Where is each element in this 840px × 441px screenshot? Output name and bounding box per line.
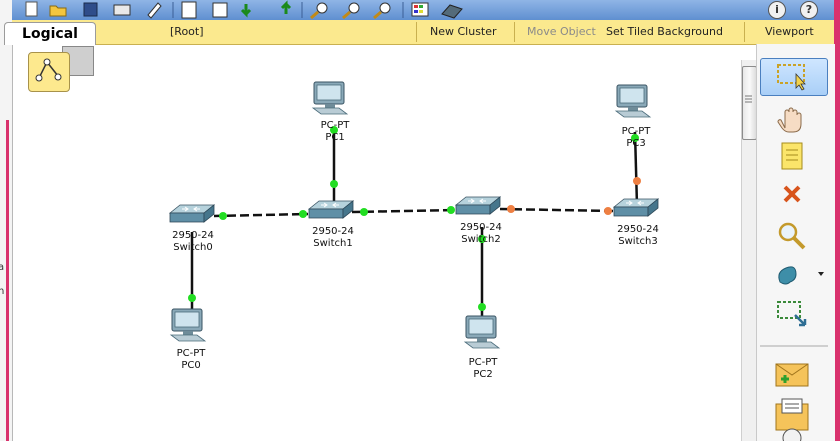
right-window-edge — [834, 0, 840, 441]
switch2-label[interactable]: 2950-24 Switch2 — [441, 222, 521, 246]
help-icon[interactable]: ? — [800, 1, 818, 19]
switch3-model: 2950-24 — [617, 224, 659, 235]
new-cluster-button[interactable]: New Cluster — [430, 25, 497, 38]
select-tool-button[interactable] — [760, 58, 828, 96]
pc2-label[interactable]: PC-PT PC2 — [443, 357, 523, 381]
zoom-reset-icon[interactable] — [348, 2, 360, 14]
switch1-label[interactable]: 2950-24 Switch1 — [293, 226, 373, 250]
delete-tool-button[interactable] — [760, 178, 826, 214]
switch2-model: 2950-24 — [460, 222, 502, 233]
clipped-text-fragment: a — [0, 262, 5, 273]
custom-device-icon[interactable] — [441, 4, 463, 19]
tool-divider — [760, 345, 828, 347]
clipped-text-fragment: n — [0, 286, 5, 297]
workspace-tab-bar — [12, 20, 834, 45]
viewport-button[interactable]: Viewport — [765, 25, 814, 38]
hand-tool-button[interactable] — [760, 100, 826, 136]
undo-icon[interactable] — [240, 4, 252, 18]
pc0-name: PC0 — [181, 360, 201, 371]
tab-divider — [744, 22, 745, 42]
pc3-model: PC-PT — [621, 126, 651, 137]
set-tiled-background-button[interactable]: Set Tiled Background — [606, 25, 723, 38]
move-object-button[interactable]: Move Object — [527, 25, 596, 38]
canvas-vertical-scrollbar[interactable] — [741, 60, 757, 441]
zoom-in-icon[interactable] — [316, 2, 328, 14]
redo-icon[interactable] — [280, 0, 292, 14]
edit-icon[interactable] — [147, 2, 162, 19]
switch3-label[interactable]: 2950-24 Switch3 — [598, 224, 678, 248]
activity-wizard-icon[interactable] — [181, 1, 197, 19]
tab-divider — [514, 22, 515, 42]
switch0-name: Switch0 — [173, 242, 213, 253]
print-icon[interactable] — [113, 4, 131, 16]
switch2-name: Switch2 — [461, 234, 501, 245]
new-file-icon[interactable] — [25, 1, 38, 17]
copy-icon[interactable] — [212, 2, 228, 18]
resize-tool-button[interactable] — [760, 298, 826, 334]
add-simple-pdu-button[interactable] — [760, 355, 826, 391]
window-border-accent — [6, 120, 9, 441]
tab-divider — [416, 22, 417, 42]
tab-logical[interactable]: Logical — [4, 22, 96, 45]
switch1-model: 2950-24 — [312, 226, 354, 237]
palette-icon[interactable] — [411, 2, 429, 17]
pc2-model: PC-PT — [468, 357, 498, 368]
inspect-tool-button[interactable] — [760, 217, 826, 253]
switch1-name: Switch1 — [313, 238, 353, 249]
scrollbar-thumb[interactable] — [742, 66, 757, 140]
switch0-label[interactable]: 2950-24 Switch0 — [153, 230, 233, 254]
pc1-model: PC-PT — [320, 120, 350, 131]
pc0-label[interactable]: PC-PT PC0 — [151, 348, 231, 372]
zoom-out-icon[interactable] — [379, 2, 391, 14]
switch3-name: Switch3 — [618, 236, 658, 247]
draw-shape-tool-button[interactable] — [760, 258, 826, 294]
pc1-name: PC1 — [325, 132, 345, 143]
open-folder-icon[interactable] — [49, 5, 67, 17]
pc3-name: PC3 — [626, 138, 646, 149]
pc3-label[interactable]: PC-PT PC3 — [596, 126, 676, 150]
root-breadcrumb[interactable]: [Root] — [170, 25, 204, 38]
add-complex-pdu-button[interactable] — [760, 396, 826, 432]
switch0-model: 2950-24 — [172, 230, 214, 241]
toolbar-icons — [25, 0, 463, 20]
pc0-model: PC-PT — [176, 348, 206, 359]
note-tool-button[interactable] — [760, 138, 826, 174]
pc2-name: PC2 — [473, 369, 493, 380]
info-icon[interactable]: i — [768, 1, 786, 19]
save-icon[interactable] — [83, 2, 98, 17]
pc1-label[interactable]: PC-PT PC1 — [295, 120, 375, 144]
navigation-button[interactable] — [28, 52, 70, 92]
